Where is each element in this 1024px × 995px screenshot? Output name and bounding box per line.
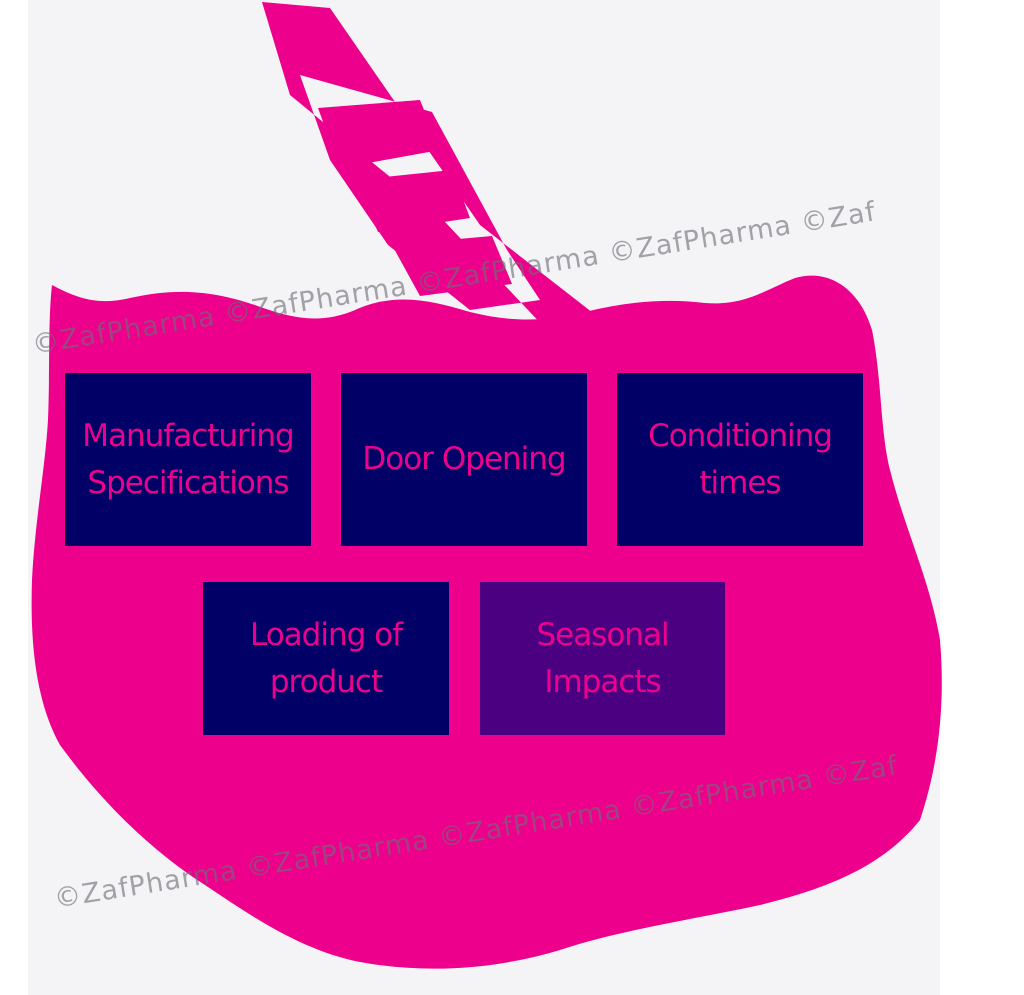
ladder-frame <box>262 2 602 328</box>
box-door-opening: Door Opening <box>341 373 587 546</box>
ladder-rung <box>318 100 440 168</box>
box-manufacturing-specifications: Manufacturing Specifications <box>65 373 311 546</box>
ladder-rung <box>355 170 470 232</box>
box-seasonal-impacts: Seasonal Impacts <box>480 582 725 735</box>
box-loading-of-product: Loading of product <box>203 582 449 735</box>
box-conditioning-times: Conditioning times <box>617 373 863 546</box>
ladder-rung <box>392 236 512 296</box>
